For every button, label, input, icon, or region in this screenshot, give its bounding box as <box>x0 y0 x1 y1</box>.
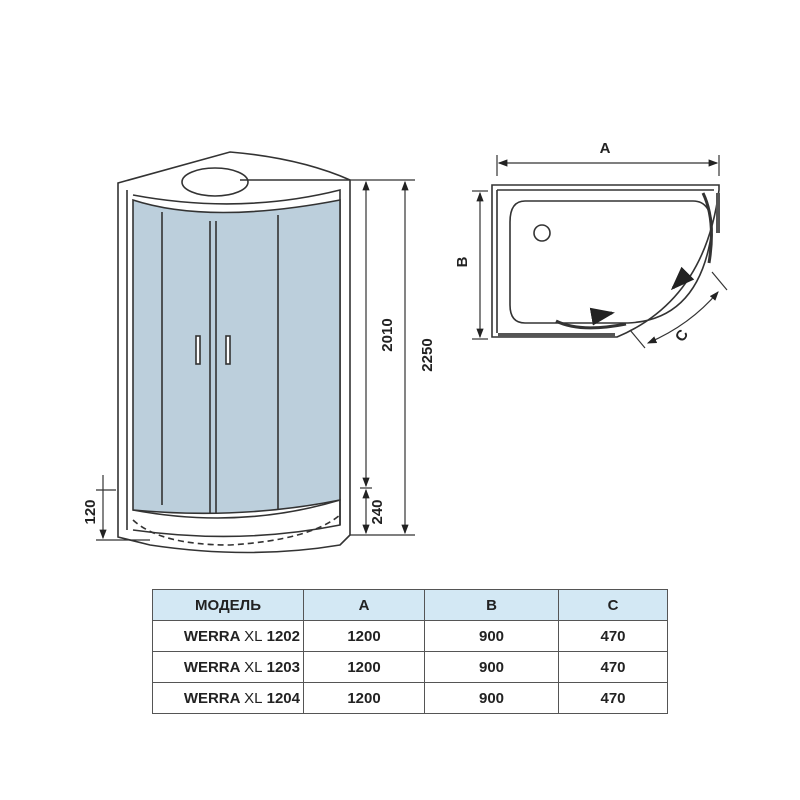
model-brand: WERRA <box>183 658 240 676</box>
c-cell: 470 <box>558 620 668 652</box>
extension-line-c-end <box>711 271 728 291</box>
table-row: WERRA XL 1204 1200 900 470 <box>152 682 668 714</box>
header-c: C <box>558 589 668 621</box>
elevation-dimensions <box>96 179 415 541</box>
model-number: 1204 <box>266 689 300 707</box>
sliding-door-right <box>701 192 713 264</box>
cabin-inner-frame <box>126 188 341 530</box>
plan-label-c: C <box>672 327 692 345</box>
door-direction-arrow-icon <box>589 307 615 326</box>
sliding-door-left <box>555 319 627 330</box>
plan-view <box>491 184 720 338</box>
dim-total-height: 2250 <box>419 338 436 371</box>
b-cell: 900 <box>424 682 559 714</box>
a-cell: 1200 <box>303 651 425 683</box>
header-model: МОДЕЛЬ <box>152 589 304 621</box>
c-cell: 470 <box>558 651 668 683</box>
c-cell: 470 <box>558 682 668 714</box>
b-cell: 900 <box>424 651 559 683</box>
plan-dimensions <box>472 155 728 349</box>
door-handle-right <box>225 335 231 365</box>
drain-icon <box>533 224 551 242</box>
b-cell: 900 <box>424 620 559 652</box>
elevation-view <box>117 151 351 554</box>
plan-label-a: A <box>600 140 611 157</box>
door-direction-arrow-icon <box>670 266 695 291</box>
model-cell: WERRA XL 1204 <box>152 682 304 714</box>
tray-front <box>132 498 341 538</box>
model-brand: WERRA <box>183 627 240 645</box>
model-cell: WERRA XL 1202 <box>152 620 304 652</box>
header-b: B <box>424 589 559 621</box>
model-series: XL <box>244 658 263 676</box>
dimensions-table: МОДЕЛЬ A B C WERRA XL 1202 1200 900 470 … <box>152 589 668 714</box>
door-handle-left <box>195 335 201 365</box>
table-row: WERRA XL 1202 1200 900 470 <box>152 620 668 652</box>
model-series: XL <box>244 627 263 645</box>
table-row: WERRA XL 1203 1200 900 470 <box>152 651 668 683</box>
plan-label-b: B <box>454 256 471 267</box>
plan-wall-inner-edge <box>496 189 714 333</box>
model-number: 1203 <box>266 658 300 676</box>
model-brand: WERRA <box>183 689 240 707</box>
dim-tray-step: 120 <box>82 499 99 524</box>
model-cell: WERRA XL 1203 <box>152 651 304 683</box>
tray-hidden-edge <box>132 514 341 546</box>
model-series: XL <box>244 689 263 707</box>
dim-cabin-height: 2010 <box>379 318 396 351</box>
glass-panels <box>132 198 341 515</box>
model-number: 1202 <box>266 627 300 645</box>
dim-tray-height: 240 <box>369 499 386 524</box>
ceiling-ellipse <box>181 167 249 197</box>
header-a: A <box>303 589 425 621</box>
a-cell: 1200 <box>303 620 425 652</box>
a-cell: 1200 <box>303 682 425 714</box>
table-header-row: МОДЕЛЬ A B C <box>152 589 668 621</box>
dim-line-c <box>646 291 719 344</box>
extension-line-c-start <box>629 329 646 349</box>
